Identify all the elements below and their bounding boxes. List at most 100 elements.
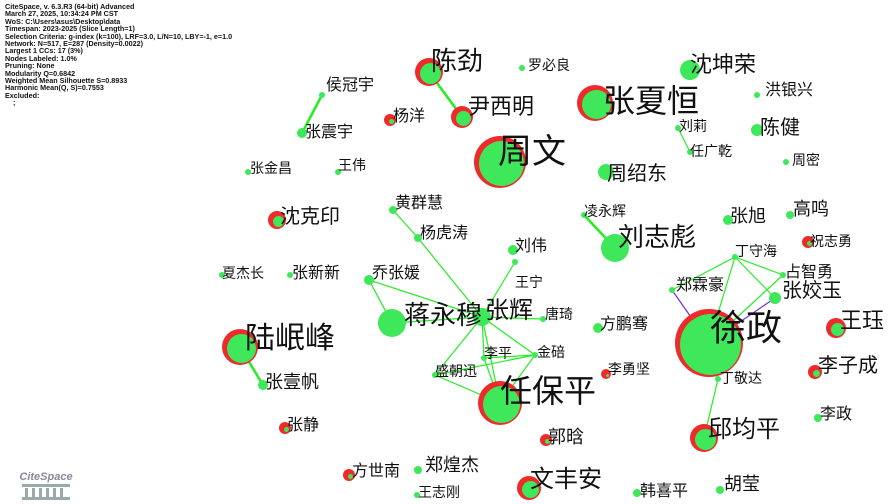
node-方鹏骞[interactable] (593, 323, 603, 333)
node-杨洋[interactable] (384, 114, 396, 126)
node-label[interactable]: 李平 (484, 346, 512, 362)
node-label[interactable]: 陆岷峰 (245, 321, 335, 356)
node-label[interactable]: 夏杰长 (222, 266, 264, 282)
node-label[interactable]: 周密 (792, 152, 820, 169)
node-张壹帆[interactable] (258, 380, 268, 390)
node-label[interactable]: 任广乾 (690, 144, 732, 160)
node-label[interactable]: 张辉 (485, 296, 533, 324)
node-label[interactable]: 陈健 (760, 115, 800, 139)
node-label[interactable]: 郭晗 (548, 427, 584, 448)
node-罗必良[interactable] (519, 65, 525, 71)
node-label[interactable]: 罗必良 (528, 58, 570, 74)
node-郭晗[interactable] (540, 434, 552, 446)
node-label[interactable]: 任保平 (500, 372, 596, 410)
node-label[interactable]: 刘伟 (515, 236, 547, 255)
node-李子成[interactable] (808, 365, 822, 379)
node-唐琦[interactable] (540, 316, 546, 322)
node-周密[interactable] (783, 159, 789, 165)
node-张静[interactable] (279, 422, 291, 434)
node-label[interactable]: 丁守海 (735, 244, 777, 260)
node-刘莉[interactable] (675, 125, 681, 131)
node-label[interactable]: 唐琦 (545, 306, 573, 323)
node-周文[interactable] (474, 136, 526, 188)
node-label[interactable]: 方世南 (352, 461, 400, 480)
node-label[interactable]: 周绍东 (607, 161, 667, 185)
node-label[interactable]: 张新新 (292, 263, 340, 282)
node-张新新[interactable] (287, 272, 293, 278)
node-刘志彪[interactable] (601, 234, 629, 262)
node-label[interactable]: 郑霖豪 (676, 275, 724, 294)
node-label[interactable]: 周文 (498, 132, 566, 172)
node-label[interactable]: 刘志彪 (618, 223, 696, 253)
node-杨虎涛[interactable] (414, 234, 422, 242)
node-盛朝迅[interactable] (432, 372, 438, 378)
node-李勇坚[interactable] (601, 369, 611, 379)
node-label[interactable]: 李子成 (818, 353, 878, 377)
node-陈健[interactable] (751, 124, 763, 136)
node-label[interactable]: 黄群慧 (395, 193, 443, 212)
node-label[interactable]: 张夏恒 (603, 82, 699, 120)
node-邱均平[interactable] (690, 424, 718, 452)
node-label[interactable]: 胡莹 (724, 474, 760, 495)
node-张姣玉[interactable] (769, 292, 781, 304)
node-label[interactable]: 方鹏骞 (600, 314, 648, 333)
node-洪银兴[interactable] (754, 92, 760, 98)
node-label[interactable]: 李政 (820, 404, 852, 423)
node-label[interactable]: 王宁 (515, 274, 543, 291)
node-李平[interactable] (481, 355, 487, 361)
node-label[interactable]: 盛朝迅 (435, 364, 477, 380)
node-label[interactable]: 杨洋 (393, 106, 425, 125)
node-label[interactable]: 张震宇 (305, 122, 353, 141)
node-陈劲[interactable] (415, 58, 443, 86)
node-占智勇[interactable] (780, 272, 786, 278)
node-label[interactable]: 刘莉 (679, 119, 707, 135)
node-方世南[interactable] (343, 469, 355, 481)
node-任广乾[interactable] (687, 149, 693, 155)
node-夏杰长[interactable] (219, 272, 225, 278)
node-label[interactable]: 金碚 (537, 345, 565, 361)
node-乔张媛[interactable] (364, 275, 374, 285)
node-郑霖豪[interactable] (669, 287, 675, 293)
node-金碚[interactable] (532, 352, 538, 358)
node-label[interactable]: 占智勇 (785, 262, 833, 281)
node-韩喜平[interactable] (633, 489, 641, 497)
node-label[interactable]: 洪银兴 (765, 80, 813, 99)
node-侯冠宇[interactable] (319, 92, 325, 98)
node-张震宇[interactable] (297, 128, 307, 138)
node-张夏恒[interactable] (577, 85, 613, 121)
node-刘伟[interactable] (508, 245, 518, 255)
node-label[interactable]: 文丰安 (530, 465, 602, 493)
node-label[interactable]: 沈克印 (280, 204, 340, 228)
node-祝志勇[interactable] (802, 236, 814, 248)
node-文丰安[interactable] (517, 476, 541, 500)
node-胡莹[interactable] (716, 486, 724, 494)
node-label[interactable]: 张金昌 (250, 161, 292, 177)
node-王珏[interactable] (826, 318, 846, 338)
node-label[interactable]: 杨虎涛 (420, 223, 468, 242)
node-label[interactable]: 张壹帆 (265, 372, 319, 393)
node-label[interactable]: 张静 (287, 415, 319, 434)
node-label[interactable]: 祝志勇 (810, 234, 852, 250)
node-丁守海[interactable] (732, 254, 738, 260)
node-沈坤荣[interactable] (680, 60, 700, 80)
node-王志刚[interactable] (414, 492, 420, 498)
node-张金昌[interactable] (245, 169, 251, 175)
node-label[interactable]: 郑煌杰 (425, 455, 479, 476)
node-王宁[interactable] (512, 259, 518, 265)
node-label[interactable]: 沈坤荣 (690, 53, 756, 78)
node-李政[interactable] (814, 414, 822, 422)
node-丁敬达[interactable] (715, 376, 721, 382)
node-黄群慧[interactable] (389, 206, 397, 214)
node-label[interactable]: 韩喜平 (640, 481, 688, 500)
node-label[interactable]: 王伟 (338, 158, 366, 174)
node-陆岷峰[interactable] (222, 329, 258, 365)
node-张旭[interactable] (723, 215, 733, 225)
node-尹西明[interactable] (451, 106, 473, 128)
node-label[interactable]: 王珏 (840, 309, 884, 334)
node-label[interactable]: 尹西明 (468, 95, 534, 120)
node-任保平[interactable] (478, 381, 522, 425)
node-王伟[interactable] (335, 169, 341, 175)
node-沈克印[interactable] (268, 211, 286, 229)
node-高鸣[interactable] (786, 211, 794, 219)
